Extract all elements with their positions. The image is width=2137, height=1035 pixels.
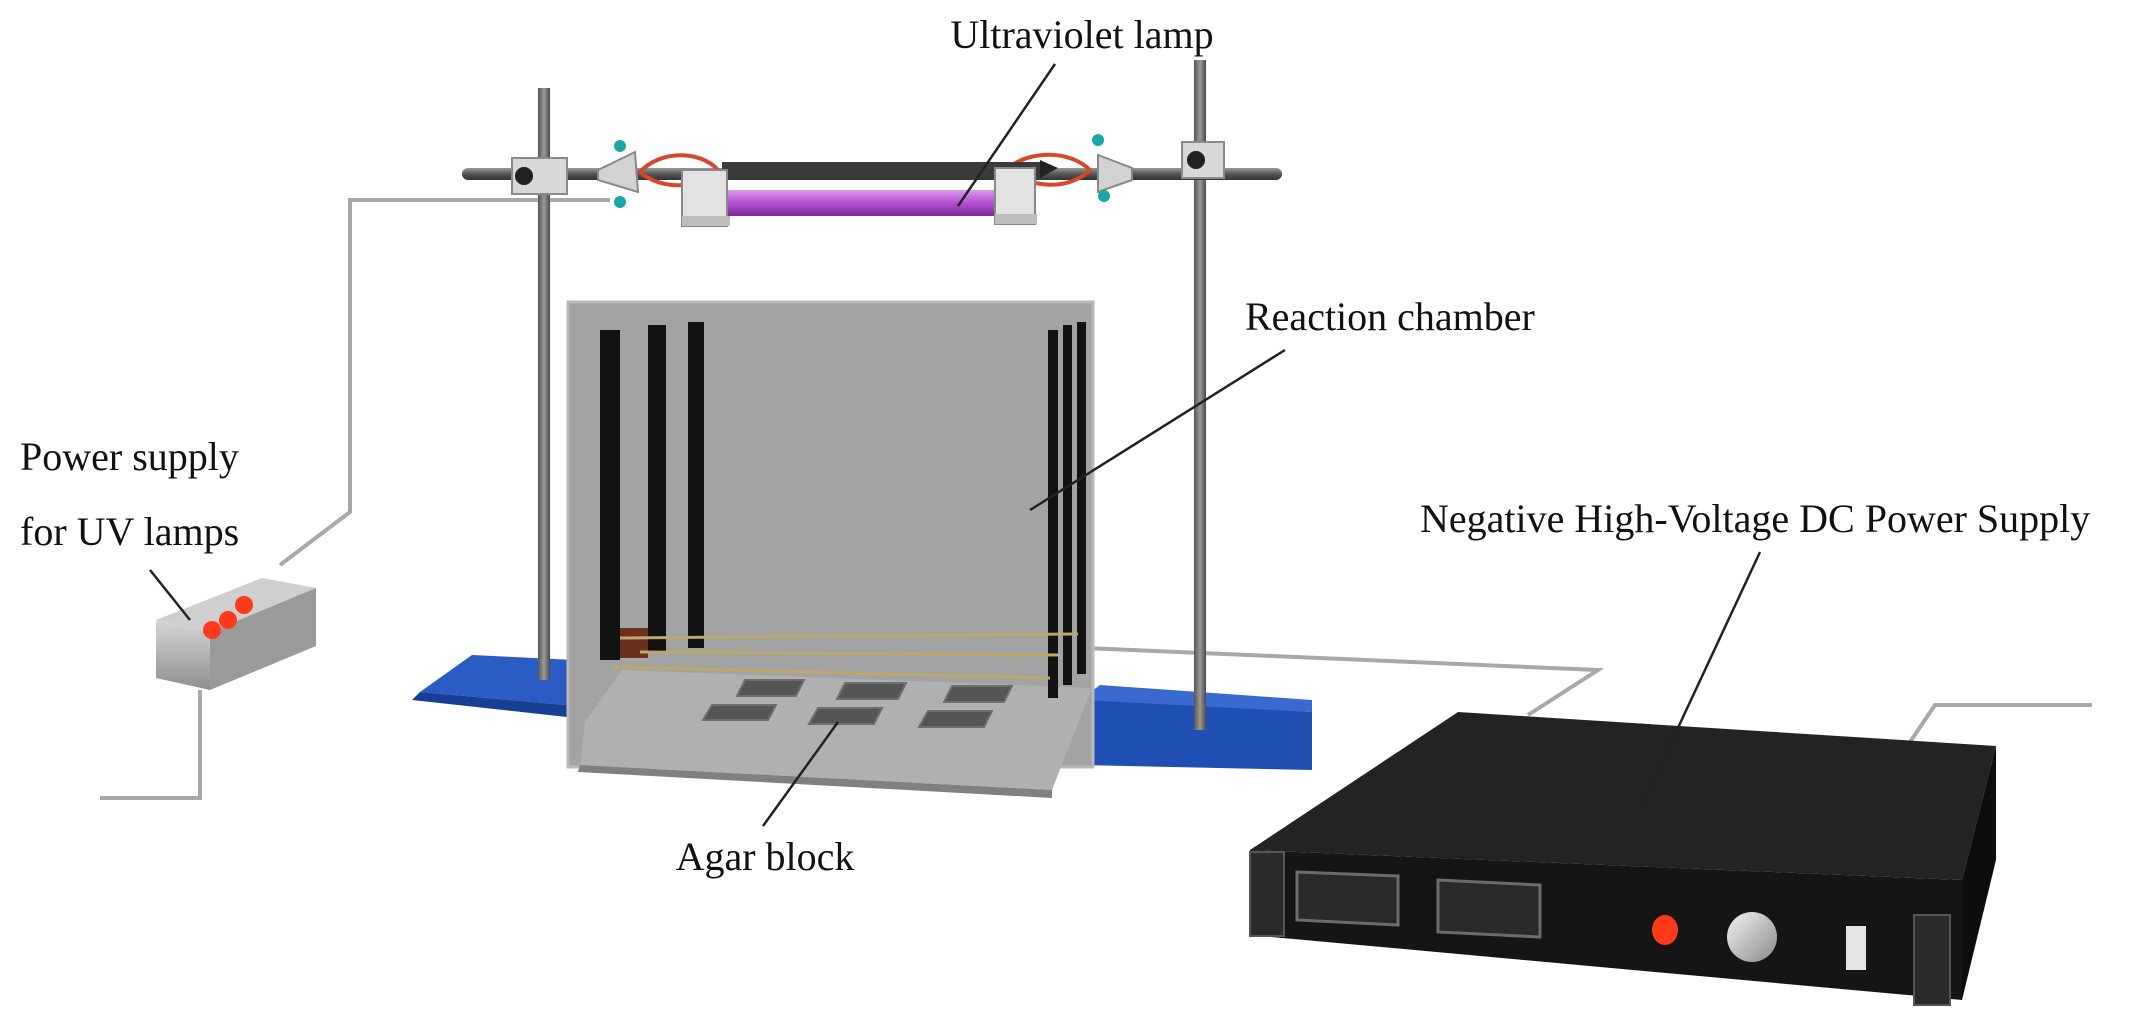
- uv-power-supply-front: [156, 620, 210, 690]
- left-knob-bottom: [614, 196, 626, 208]
- right-stand-base: [1080, 700, 1312, 770]
- uv-power-wire-upper: [278, 198, 610, 567]
- right-lamp-holder: [1097, 153, 1133, 194]
- uv-power-supply-box: [156, 578, 316, 690]
- labels: Ultraviolet lamp Reaction chamber Power …: [20, 12, 2090, 879]
- hv-case-front: [1250, 850, 1962, 1000]
- agar-block-6: [917, 710, 994, 728]
- reaction-chamber-label: Reaction chamber: [1245, 294, 1535, 339]
- hv-wire-to-chamber: [1084, 646, 1605, 717]
- right-electrode-plates: [1048, 322, 1086, 698]
- agar-blocks: [701, 679, 1014, 728]
- uv-tube: [712, 190, 1007, 216]
- agar-block-1: [735, 679, 806, 697]
- agar-block-4: [701, 704, 778, 721]
- agar-block-leader: [761, 721, 840, 827]
- left-electrode-plates: [600, 322, 704, 660]
- left-knob-top: [614, 140, 626, 152]
- agar-block-2: [835, 682, 908, 700]
- uv-power-wire-lower: [100, 690, 202, 800]
- right-knob-top: [1092, 134, 1104, 146]
- right-stand-rod: [1194, 60, 1206, 730]
- hv-power-label: Negative High-Voltage DC Power Supply: [1420, 496, 2090, 541]
- hv-right-handle: [1913, 914, 1951, 1006]
- right-stand: [1080, 60, 1312, 770]
- hv-voltage-knob: [1727, 912, 1777, 962]
- left-lamp-holder: [597, 150, 640, 194]
- hv-indicator-light: [1652, 915, 1678, 945]
- hv-display-1: [1295, 870, 1400, 927]
- lamp-reflector-bar: [722, 162, 1042, 178]
- agar-block-5: [807, 707, 884, 725]
- hv-power-leader: [1640, 551, 1762, 806]
- reaction-chamber: [566, 300, 1095, 798]
- hv-case-top: [1250, 712, 1996, 880]
- agar-block-label: Agar block: [676, 834, 855, 879]
- left-stand-rod: [538, 88, 550, 680]
- hv-wire-output: [1908, 703, 2092, 744]
- uv-switch-button-3: [235, 596, 253, 614]
- hv-power-switch: [1846, 926, 1866, 970]
- uv-lamp-label: Ultraviolet lamp: [950, 12, 1213, 57]
- hv-left-handle: [1249, 851, 1285, 937]
- uv-power-label-line2: for UV lamps: [20, 509, 239, 554]
- uv-power-label-line1: Power supply: [20, 434, 239, 479]
- hv-display-2: [1436, 878, 1542, 939]
- wires: [100, 198, 2092, 800]
- right-clamp-screw-icon: [1187, 151, 1205, 169]
- electrode-wires: [611, 632, 1079, 680]
- uv-power-leader: [149, 569, 191, 621]
- reaction-chamber-leader: [1029, 348, 1286, 512]
- hv-power-supply: [1249, 712, 1996, 1006]
- uv-switch-button-1: [203, 621, 221, 639]
- uv-switch-button-2: [219, 611, 237, 629]
- uv-lamp: [681, 160, 1058, 227]
- leader-lines: [149, 63, 1762, 827]
- left-clamp-screw-icon: [515, 167, 533, 185]
- right-knob-bottom: [1098, 190, 1110, 202]
- agar-block-3: [942, 685, 1014, 703]
- uv-lamp-leader: [956, 63, 1057, 207]
